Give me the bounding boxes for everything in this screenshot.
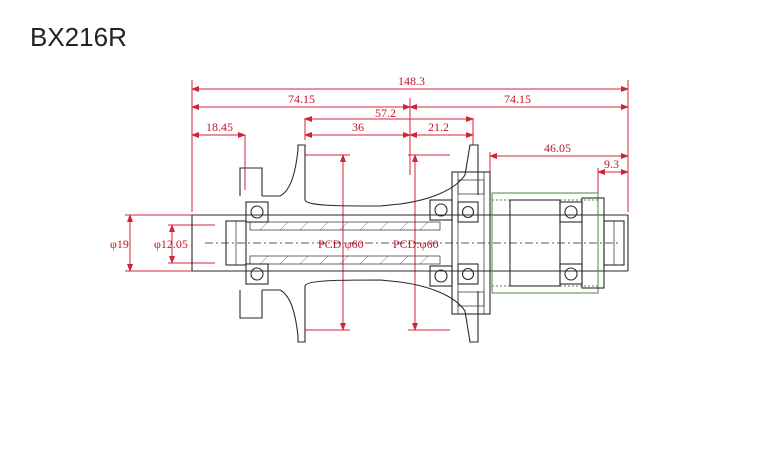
dim-left-locknut: 18.45 <box>206 120 233 134</box>
dim-left-flange: 36 <box>352 120 364 134</box>
bearing-mid-bottom <box>429 263 479 287</box>
bearing-mid-top <box>429 199 479 223</box>
bearing-left-bottom <box>245 263 269 285</box>
dim-end-diameter: φ12.05 <box>154 237 188 251</box>
dimension-labels: 148.3 74.15 74.15 57.2 36 21.2 18.45 46.… <box>110 74 619 251</box>
dim-axle-diameter: φ19 <box>110 237 129 251</box>
pcd-right-label: PCD:φ60 <box>393 237 439 251</box>
hub-outline <box>191 144 629 343</box>
dim-half-right: 74.15 <box>504 92 531 106</box>
dim-end-offset: 9.3 <box>604 157 619 171</box>
pcd-left-label: PCD:φ60 <box>318 237 364 251</box>
bearing-left-top <box>245 201 269 223</box>
dim-overall: 148.3 <box>398 74 425 88</box>
dim-right-flange: 21.2 <box>428 120 449 134</box>
bearing-right-top <box>559 201 583 223</box>
model-title: BX216R <box>30 22 127 52</box>
bearing-right-bottom <box>559 263 583 285</box>
dim-freehub: 46.05 <box>544 141 571 155</box>
dim-half-left: 74.15 <box>288 92 315 106</box>
dim-flange-spacing: 57.2 <box>375 106 396 120</box>
